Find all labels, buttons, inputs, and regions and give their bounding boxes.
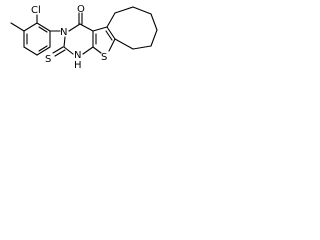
pyrimidine-ring xyxy=(63,23,97,55)
benzene-ring xyxy=(23,22,51,56)
thione-bond xyxy=(52,46,64,54)
molecule-structure: Cl O N S N H S xyxy=(10,4,158,71)
atom-label-nitrogen-h: N xyxy=(74,50,81,61)
atom-label-nitrogen-ring: N xyxy=(60,27,67,38)
thione-bond-2 xyxy=(54,49,66,57)
atom-label-sulfur-thione: S xyxy=(45,54,51,65)
methyl-bond xyxy=(10,22,25,32)
atom-label-hydrogen: H xyxy=(74,60,82,71)
thiophene-ring xyxy=(92,26,116,54)
atom-label-sulfur-ring: S xyxy=(101,52,107,63)
atom-label-oxygen: O xyxy=(77,4,85,15)
atom-label-chlorine: Cl xyxy=(31,5,41,16)
cycloheptane-ring xyxy=(106,6,158,50)
